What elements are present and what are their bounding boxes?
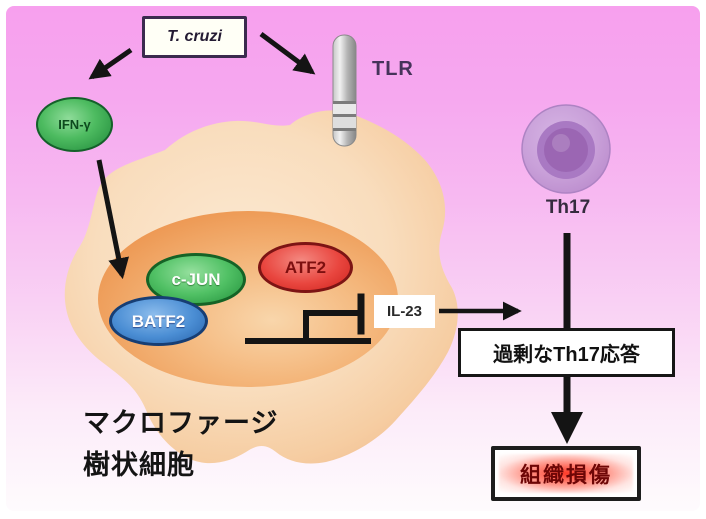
il23-label-box: IL-23 [374,295,435,328]
th17-label: Th17 [545,197,591,218]
batf2-label: BATF2 [131,311,186,331]
c-jun-label: c-JUN [171,270,221,289]
arrow-tcruzi-to-ifn [88,47,133,80]
atf2-label: ATF2 [284,258,327,277]
th17-cell-icon [521,104,611,194]
tissue-damage-box: 組織損傷 [491,446,641,501]
arrow-tcruzi-to-tlr [259,31,316,75]
excessive-th17-response-label: 過剰なTh17応答 [493,344,640,366]
tissue-damage-label: 組織損傷 [520,463,612,487]
tissue-damage-glow [499,454,633,493]
macrophage-label: マクロファージ [83,408,279,438]
excessive-th17-response-box: 過剰なTh17応答 [458,328,675,377]
promoter-inhibition-symbol [245,293,371,344]
tlr-receptor-icon [332,34,357,147]
il23-label: IL-23 [386,303,422,320]
atf2-badge: ATF2 [258,242,353,293]
batf2-badge: BATF2 [109,296,208,346]
pathogen-label-box: T. cruzi [142,16,247,58]
arrow-th17-to-damage [551,233,583,444]
pathogen-label: T. cruzi [167,28,222,45]
dendritic-cell-label: 樹状細胞 [83,450,195,480]
arrow-ifn-to-nucleus [96,159,130,280]
ifn-gamma-badge: IFN-γ [36,97,113,152]
tlr-label: TLR [372,58,414,80]
ifn-gamma-label: IFN-γ [58,117,91,132]
